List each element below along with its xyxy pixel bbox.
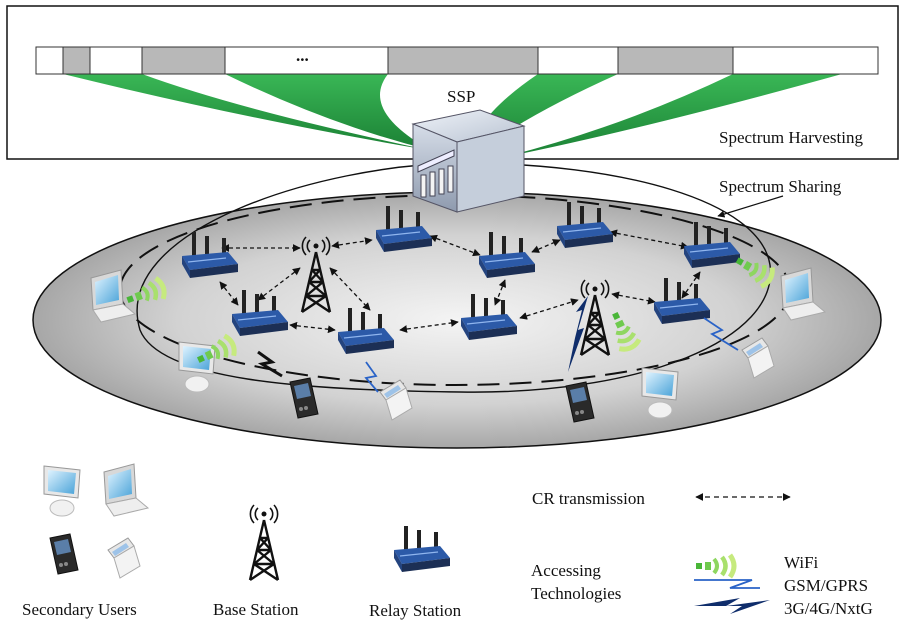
legend-gsm-icon: [694, 579, 760, 589]
spectrum-harvesting-label: Spectrum Harvesting: [719, 128, 863, 147]
network-area-ellipse: [32, 191, 882, 449]
legend-wifi-label: WiFi: [784, 553, 819, 572]
spectrum-sharing-label: Spectrum Sharing: [719, 177, 842, 196]
harvest-beams: [63, 74, 842, 158]
legend-nextgen-icon: [694, 598, 770, 614]
ssp-server-icon: [411, 109, 526, 213]
spectrum-bar: [35, 46, 879, 75]
legend-icons: [43, 463, 791, 614]
legend-accessing-line1: Accessing: [531, 561, 601, 580]
cellular-links: [257, 296, 739, 393]
legend-relay-station-label: Relay Station: [369, 601, 462, 620]
legend-gsm-label: GSM/GPRS: [784, 576, 869, 595]
spectrum-sharing-pointer: [717, 195, 784, 218]
cr-transmission-links: [219, 229, 701, 334]
legend-base-station-label: Base Station: [213, 600, 299, 619]
legend-nextgen-label: 3G/4G/NxtG: [784, 599, 873, 618]
spectrum-sharing-outline: [136, 162, 772, 393]
legend-accessing-line2: Technologies: [531, 584, 622, 603]
spectrum-ellipsis-label: ...: [296, 46, 309, 65]
legend-cr-transmission-label: CR transmission: [532, 489, 645, 508]
legend-wifi-icon: [696, 555, 734, 577]
legend-secondary-users-label: Secondary Users: [22, 600, 137, 619]
ssp-label: SSP: [447, 87, 476, 106]
